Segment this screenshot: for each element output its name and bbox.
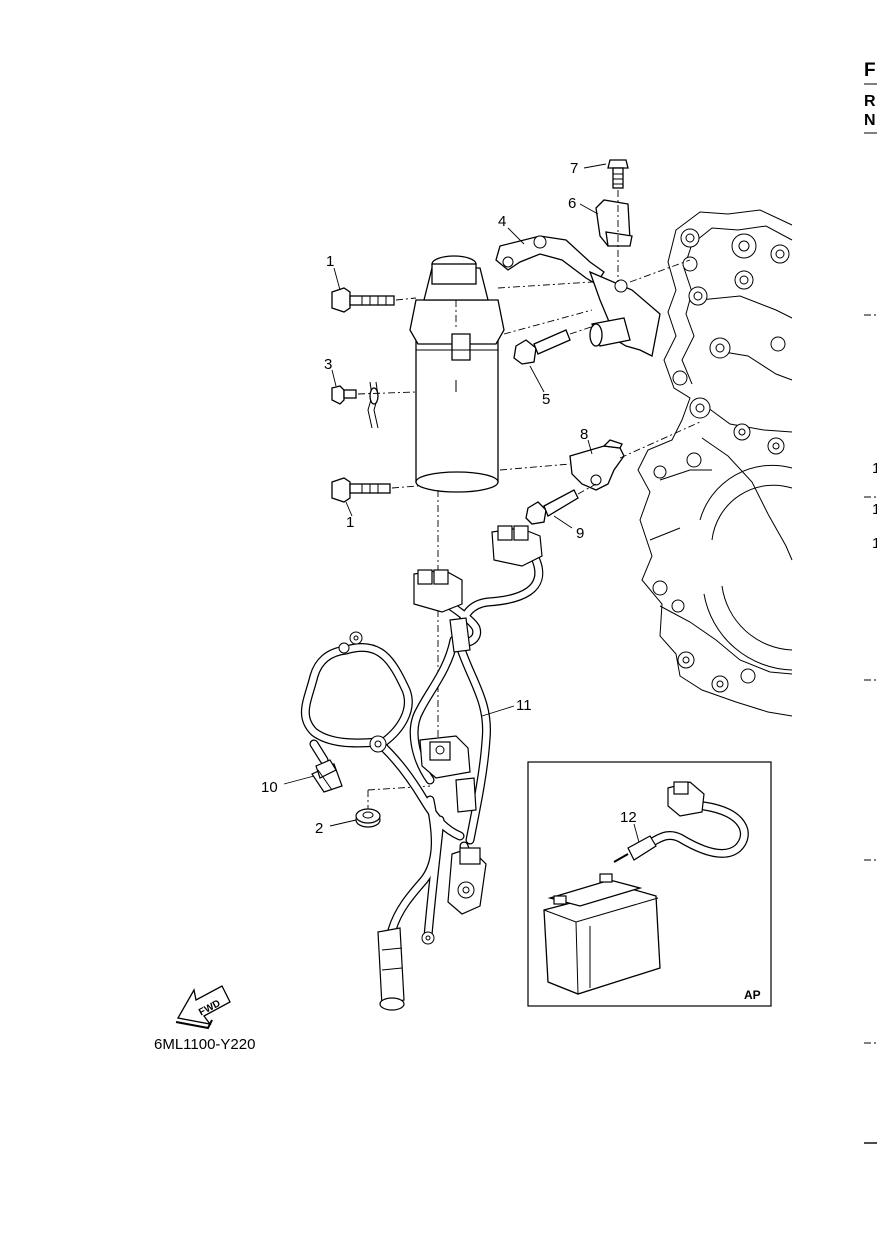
edge-header-line2: R [864,93,876,110]
callout-1-lower: 1 [346,514,354,531]
wiring-harness [300,525,544,1011]
edge-number-1: 1 [872,460,877,477]
coil-bracket [495,235,661,357]
edge-number-3: 1 [872,535,877,552]
inset-label: AP [744,988,761,1002]
harness-boot [377,927,405,1011]
nut-2 [355,808,381,828]
callout-4: 4 [498,213,506,230]
harness-sleeve [449,617,477,813]
edge-header-line3: N [864,112,876,129]
edge-number-2: 1 [872,501,877,518]
callout-3: 3 [324,356,332,373]
callout-7: 7 [570,160,578,177]
wire-clip [311,759,343,793]
page-edge-header: F R N [864,60,877,134]
engine-block [637,209,793,717]
harness-coil-terminal [419,735,471,779]
callout-6: 6 [568,195,576,212]
page-edge-marks: 1 1 1 [864,314,877,1144]
callout-12: 12 [620,809,637,826]
harness-ring-terminals [338,631,435,945]
callout-9: 9 [576,525,584,542]
edge-header-line1: F [864,60,876,81]
inset-battery-detail: AP [527,761,772,1007]
coil-holder [499,421,701,491]
callout-5: 5 [542,391,550,408]
bolt-7 [607,159,629,282]
assembly-lines [367,259,691,812]
bolt-5 [513,325,595,365]
callout-1-upper: 1 [326,253,334,270]
callout-8: 8 [580,426,588,443]
bolt-1-lower [331,477,419,503]
bracket-clamp [595,199,633,247]
callout-numbers: 1 1 2 3 4 5 6 7 8 9 10 11 12 [261,160,637,837]
callout-10: 10 [261,779,278,796]
bolt-1-upper [331,287,417,313]
callout-11: 11 [516,697,532,714]
screw-3 [331,381,417,429]
bolt-9 [525,483,597,525]
harness-connector-upper [491,525,543,567]
callout-2: 2 [315,820,323,837]
diagram-code: 6ML1100-Y220 [154,1036,255,1053]
battery-cable [613,801,749,863]
battery [543,873,661,995]
leader-lines [283,163,641,847]
harness-cable-inner [302,556,542,940]
engine-bolt-holes [652,228,790,693]
fwd-arrow-icon: FWD [175,985,231,1030]
ignition-coil [409,255,505,493]
harness-connector-middle [413,569,463,613]
harness-sensor-plug [447,847,487,915]
inset-connector [667,781,705,817]
